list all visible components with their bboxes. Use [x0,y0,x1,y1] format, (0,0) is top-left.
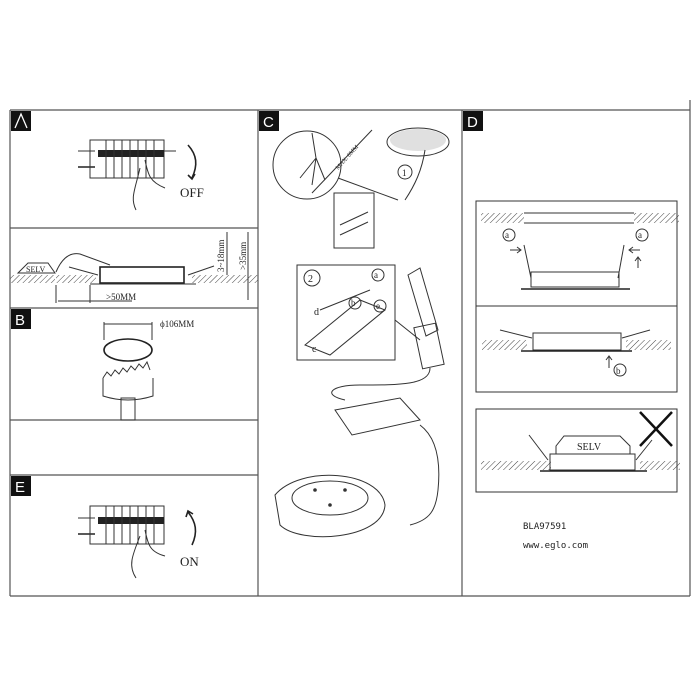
panel-a-mounting-dimensions: SELV 3~18mm >35mm >50MM [10,232,258,303]
breaker-panel-icon [78,139,176,179]
panel-label-c [259,111,279,131]
depth-dimension: 3~18mm [216,240,226,272]
selv-label: SELV [26,265,45,274]
downlight [274,474,386,538]
mark-e: e [376,301,380,311]
panel-a-switch-off: OFF [11,111,204,211]
incorrect-example [475,408,678,493]
page-frame [9,100,691,597]
panel-b-cutout: B ϕ106MM [11,309,194,421]
mark-c: c [312,344,317,355]
arrow-up-icon [634,256,642,268]
strip-length-label: MAX. 6MM [335,144,360,171]
model-number: BLA97591 [523,522,566,532]
panel-label-e [11,476,31,496]
selv-label: SELV [577,442,602,453]
arrow-up-icon [185,509,197,546]
website: www.eglo.com [523,541,588,551]
mark-d: d [314,307,319,318]
svg-text:B: B [15,312,25,329]
svg-text:C: C [263,114,274,131]
svg-text:D: D [467,114,478,131]
step-1-marker: 1 [402,168,407,178]
mark-a-left: a [505,230,509,240]
mark-b: b [351,298,356,308]
panel-label-b [11,309,31,329]
driver-box [16,262,56,274]
panel-e-switch-on: E ON [11,476,199,579]
arrow-up-icon [605,355,613,368]
switch-on-label: ON [180,554,199,569]
terminal-inset [296,264,396,361]
ceiling-cutout [386,127,450,157]
wire-inset [333,192,375,249]
mark-a-right: a [638,230,642,240]
mark-a: a [374,270,378,280]
panel-c-wiring: C MAX. 6MM 1 2 a b d e c [259,111,450,538]
downlight-body [99,266,185,284]
svg-text:E: E [15,479,25,496]
cutout-disc [103,338,153,362]
terminal-box [413,322,445,370]
panel-label-d [463,111,483,131]
step-2-marker: 2 [308,274,313,285]
hand-icon [131,529,166,579]
arrow-left-icon [628,246,640,254]
height-dimension: >35mm [238,242,248,270]
switch-off-label: OFF [180,185,204,200]
panel-d-insertion: D a a b SELV [463,111,680,493]
hole-saw-icon [102,360,151,379]
arrow-down-icon [187,144,197,181]
diameter-dimension: ϕ106MM [160,319,194,329]
cross-icon [639,411,673,447]
driver-box [334,397,421,436]
arrow-right-icon [510,246,522,254]
mark-b: b [616,366,621,376]
wire-detail-circle [272,130,342,200]
hand-icon [132,159,166,211]
cable [407,267,439,337]
distance-dimension: >50MM [106,292,136,302]
